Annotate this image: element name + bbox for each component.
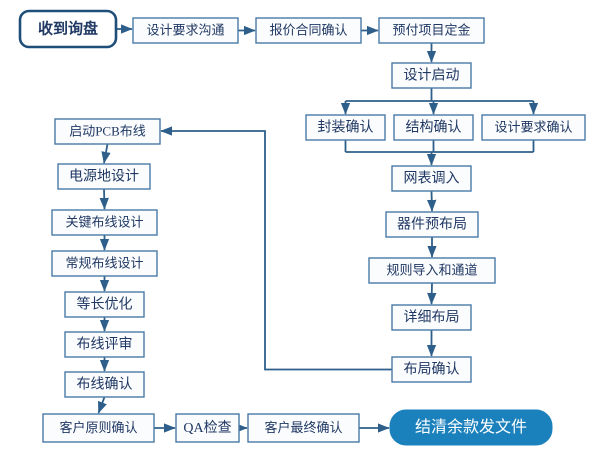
node-box[interactable] (132, 17, 239, 44)
flow-node-网表调入[interactable]: 网表调入 (391, 165, 472, 192)
node-box[interactable] (247, 413, 360, 443)
node-box[interactable] (391, 165, 472, 192)
node-label: 电源地设计 (69, 169, 139, 185)
node-box[interactable] (378, 17, 485, 44)
node-label: 网表调入 (404, 171, 460, 187)
flow-node-关键布线设计[interactable]: 关键布线设计 (51, 209, 158, 236)
node-label: QA检查 (183, 420, 231, 436)
flow-node-设计要求确认[interactable]: 设计要求确认 (481, 114, 586, 141)
node-box[interactable] (42, 413, 155, 443)
node-box[interactable] (18, 9, 118, 49)
node-box[interactable] (391, 356, 472, 383)
node-box[interactable] (64, 291, 145, 318)
node-label: 设计启动 (404, 68, 460, 84)
node-label: 设计要求确认 (494, 119, 572, 134)
node-box[interactable] (51, 250, 158, 277)
node-box[interactable] (391, 62, 472, 89)
flow-node-结清余款发文件[interactable]: 结清余款发文件 (389, 409, 553, 446)
flow-node-电源地设计[interactable]: 电源地设计 (57, 163, 151, 190)
node-label: 等长优化 (77, 296, 133, 313)
flow-node-封装确认[interactable]: 封装确认 (305, 114, 386, 141)
edge-网表调入-to-器件预布局 (427, 190, 437, 212)
flow-node-规则导入和通道[interactable]: 规则导入和通道 (368, 257, 496, 284)
flow-node-客户原则确认[interactable]: 客户原则确认 (42, 413, 155, 443)
node-label: 报价合同确认 (269, 22, 347, 37)
edge-规则导入和通道-to-详细布局 (427, 282, 437, 305)
node-label: 详细布局 (404, 310, 460, 326)
node-label: 布线确认 (77, 377, 133, 393)
node-label: 启动PCB布线 (69, 123, 146, 138)
node-label: 结清余款发文件 (415, 417, 527, 436)
node-box[interactable] (64, 371, 145, 398)
edge-布线确认-to-客户原则确认 (97, 396, 107, 414)
flow-node-客户最终确认[interactable]: 客户最终确认 (247, 413, 360, 443)
node-box[interactable] (481, 114, 586, 141)
edge-电源地设计-to-关键布线设计 (99, 188, 109, 210)
flow-node-布线确认[interactable]: 布线确认 (64, 371, 145, 398)
node-box[interactable] (389, 409, 553, 446)
node-box[interactable] (305, 114, 386, 141)
flow-node-报价合同确认[interactable]: 报价合同确认 (255, 17, 362, 44)
node-label: 器件预布局 (397, 217, 467, 233)
node-label: 收到询盘 (38, 19, 98, 37)
node-box[interactable] (54, 118, 161, 145)
node-box[interactable] (393, 114, 474, 141)
edge-layer (97, 24, 539, 433)
node-box[interactable] (391, 304, 472, 331)
node-box[interactable] (51, 209, 158, 236)
flow-node-启动pcb布线[interactable]: 启动PCB布线 (54, 118, 161, 145)
flow-node-结构确认[interactable]: 结构确认 (393, 114, 474, 141)
node-box[interactable] (64, 331, 145, 358)
node-label: 常规布线设计 (65, 255, 143, 270)
node-label: 关键布线设计 (65, 214, 143, 229)
node-box[interactable] (255, 17, 362, 44)
node-box[interactable] (385, 211, 479, 238)
flow-node-布线评审[interactable]: 布线评审 (64, 331, 145, 358)
flow-node-器件预布局[interactable]: 器件预布局 (385, 211, 479, 238)
node-label: 设计要求沟通 (146, 22, 224, 37)
flow-node-布局确认[interactable]: 布局确认 (391, 356, 472, 383)
flow-node-qa检查[interactable]: QA检查 (175, 413, 240, 443)
flow-node-常规布线设计[interactable]: 常规布线设计 (51, 250, 158, 277)
node-label: 客户最终确认 (264, 420, 342, 435)
flow-node-预付项目定金[interactable]: 预付项目定金 (378, 17, 485, 44)
node-label: 封装确认 (318, 120, 374, 136)
node-label: 规则导入和通道 (386, 262, 477, 277)
edge-启动pcb布线-to-电源地设计 (101, 143, 111, 164)
node-label: 客户原则确认 (59, 420, 137, 435)
node-box[interactable] (57, 163, 151, 190)
flow-node-详细布局[interactable]: 详细布局 (391, 304, 472, 331)
node-label: 布局确认 (404, 362, 460, 378)
node-box[interactable] (175, 413, 240, 443)
node-label: 预付项目定金 (392, 22, 470, 37)
node-box[interactable] (368, 257, 496, 284)
flow-node-设计启动[interactable]: 设计启动 (391, 62, 472, 89)
flow-node-等长优化[interactable]: 等长优化 (64, 291, 145, 318)
flow-node-收到询盘[interactable]: 收到询盘 (18, 9, 118, 49)
edge-布局确认-to-启动pcb布线 (160, 126, 392, 371)
node-label: 布线评审 (77, 337, 133, 353)
node-label: 结构确认 (406, 120, 462, 136)
flow-node-设计要求沟通[interactable]: 设计要求沟通 (132, 17, 239, 44)
